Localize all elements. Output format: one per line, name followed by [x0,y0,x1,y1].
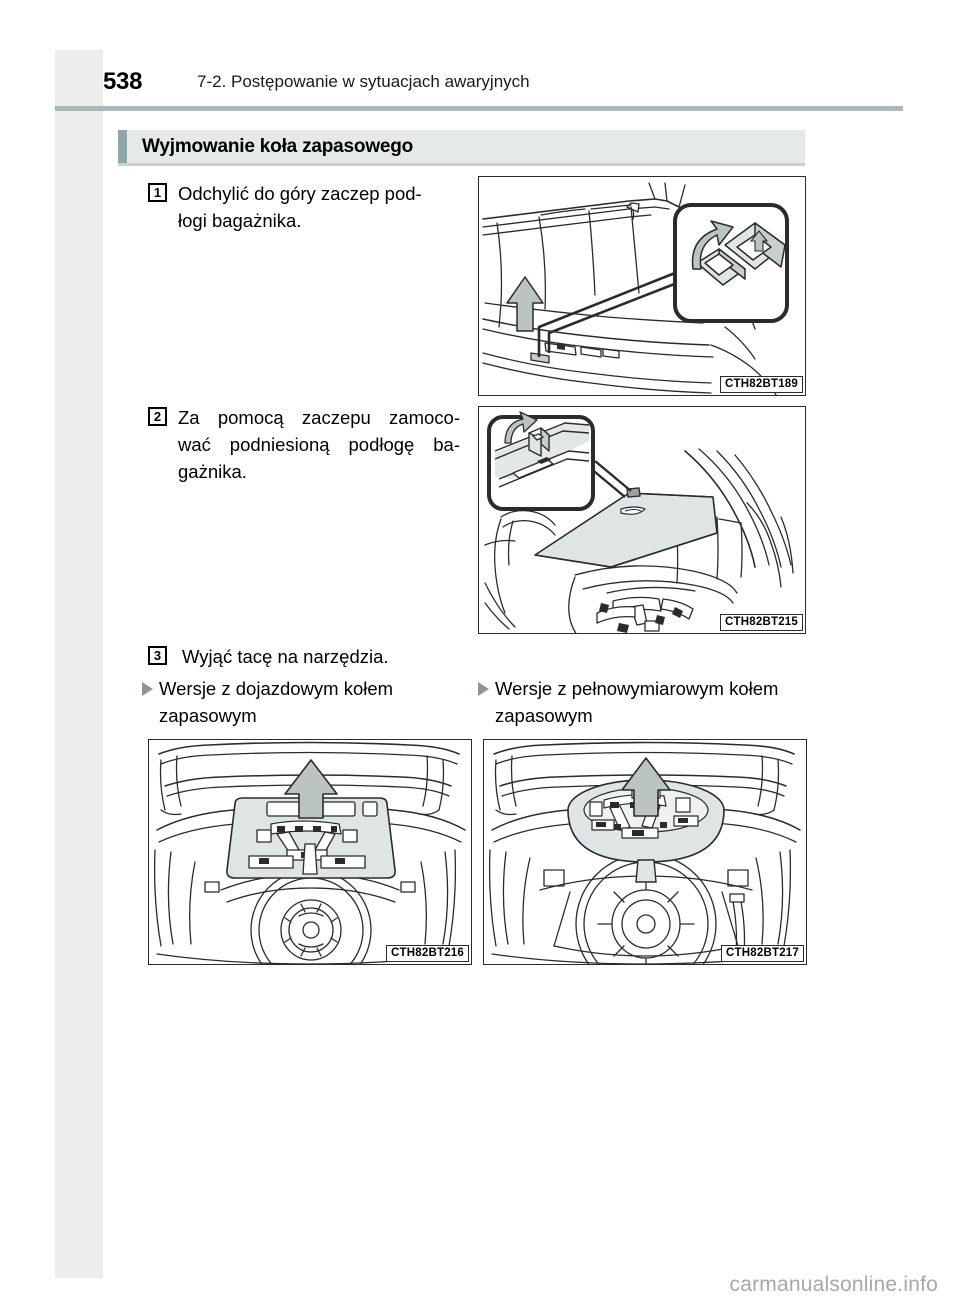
header-divider-rule [55,106,903,111]
section-title-band: Wyjmowanie koła zapasowego [118,130,805,166]
step-2-line-1: Za pomocą zaczepu zamoco- [178,407,460,428]
figure-3-compact-spare-tray: CTH82BT216 [148,739,472,965]
step-3-number: 3 [148,646,167,665]
variant-heading-compact-spare-text: Wersje z dojazdowym kołem zapasowym [159,675,459,729]
variant-1-line-2: zapasowym [159,705,257,726]
triangle-bullet-icon [478,682,489,696]
variant-heading-fullsize-spare-text: Wersje z pełnowymiarowym kołem zapasowym [495,675,795,729]
step-2-text: Za pomocą zaczepu zamoco- wać podniesion… [178,404,460,485]
step-1-line-2: łogi bagażnika. [178,210,302,231]
triangle-bullet-icon [142,682,153,696]
figure-1-up-arrow [506,276,544,332]
figure-1-drawing [482,182,789,395]
step-1-line-1: Odchylić do góry zaczep pod- [178,183,422,204]
variant-2-line-2: kołem zapasowym [495,678,779,726]
figure-3-up-arrow [284,759,338,819]
page-side-tab-strip [55,50,103,1278]
figure-3-tool-tray [226,797,396,879]
figure-4-drawing [488,741,801,964]
step-3-line-1: Wyjąć tacę na narzędzia. [182,646,389,667]
page-number: 538 [103,68,143,95]
figure-3-drawing [153,741,466,964]
section-accent-bar [118,130,127,163]
step-1-number: 1 [148,183,167,202]
section-title: Wyjmowanie koła zapasowego [142,136,414,157]
step-3-text: Wyjąć tacę na narzędzia. [182,643,389,670]
figure-2-inset-detail [487,411,595,511]
variant-2-line-1: Wersje z pełnowymiarowym [495,678,724,699]
step-2-line-2: wać podniesioną podłogę ba- [178,434,460,455]
variant-1-line-1: Wersje z dojazdowym kołem [159,678,394,699]
figure-4-fullsize-spare-container: CTH82BT217 [483,739,807,965]
page-header: 538 7-2. Postępowanie w sytuacjach awary… [103,68,903,102]
step-1-text: Odchylić do góry zaczep pod- łogi bagażn… [178,180,422,234]
figure-2-drawing [484,411,794,633]
figure-2-raised-floor-panel: CTH82BT215 [478,406,806,634]
figure-2-caption: CTH82BT215 [720,614,803,631]
figure-1-inset-detail [673,203,789,323]
figure-3-caption: CTH82BT216 [386,945,469,962]
step-2-number: 2 [148,407,167,426]
step-2-line-3: gażnika. [178,461,247,482]
figure-4-caption: CTH82BT217 [721,945,804,962]
site-watermark: carmanualsonline.info [729,1273,938,1296]
page-header-title: 7-2. Postępowanie w sytuacjach awaryjnyc… [197,72,530,91]
figure-1-caption: CTH82BT189 [720,376,803,393]
figure-4-up-arrow [621,757,671,817]
figure-1-trunk-floor-hook: CTH82BT189 [478,176,806,396]
